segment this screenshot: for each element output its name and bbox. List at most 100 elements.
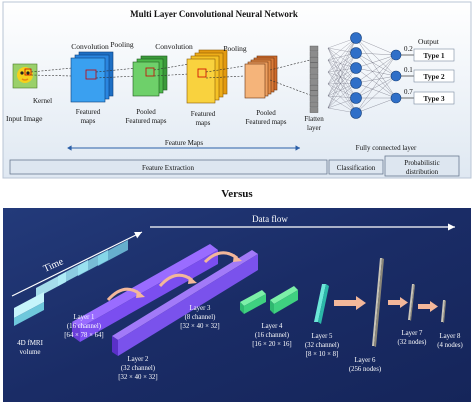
fc-connection — [355, 37, 397, 56]
flatten-label-a: Flatten — [304, 115, 324, 123]
fc-connection — [355, 75, 397, 114]
hidden-node — [350, 47, 362, 59]
fc-connection — [355, 97, 397, 114]
input-image — [12, 63, 38, 89]
convolution-2-label: Convolution — [155, 42, 193, 51]
fc-connection — [355, 52, 397, 77]
layer-labels: Layer 1 (16 channel) [64 × 78 × 64] Layer 2… — [64, 305, 462, 381]
probabilistic-label-b: distribution — [406, 168, 439, 176]
time-arrow — [11, 231, 143, 297]
output-label: Output — [418, 37, 440, 46]
layer-2-label: (32 channel) — [121, 365, 155, 372]
fc-connection — [327, 37, 357, 97]
output-type-box — [413, 69, 455, 83]
fc-connection — [327, 59, 357, 84]
pool2-feature-maps — [244, 55, 278, 99]
layer-7-block — [408, 284, 415, 321]
probabilistic-label-a: Probabilistic — [404, 159, 439, 167]
layer-7-label: Layer 7 — [402, 330, 424, 337]
layer-2-block — [112, 250, 258, 356]
output-node — [390, 49, 402, 61]
layer-4-label: [16 × 20 × 16] — [252, 341, 291, 348]
fc-connection — [355, 75, 397, 99]
cnn-title: Multi Layer Convolutional Neural Network — [130, 9, 298, 19]
layer-4-label: Layer 4 — [262, 323, 284, 330]
output-node — [390, 92, 402, 104]
fc-connection — [355, 54, 397, 114]
fully-connected-network — [327, 32, 402, 119]
pooled-1-label: Pooled — [136, 108, 156, 116]
fc-connection — [355, 37, 397, 99]
output-type-box — [413, 91, 455, 105]
layer-3-label: (8 channel) — [185, 314, 216, 321]
data-flow-label: Data flow — [252, 214, 288, 224]
layer-3-label: Layer 3 — [190, 305, 212, 312]
fc-connection — [327, 52, 357, 97]
conv1-feature-maps — [70, 51, 114, 103]
fc-connection — [327, 52, 357, 109]
input-volumes — [14, 240, 128, 326]
versus-label: Versus — [221, 188, 253, 200]
fully-connected-label: Fully connected layer — [356, 144, 417, 152]
fc-connection — [355, 67, 397, 99]
input-image-label: Input Image — [6, 114, 43, 123]
fc-connection — [355, 54, 397, 69]
layer-5-block — [314, 284, 329, 324]
fc-connection — [327, 52, 357, 85]
pooled-1b-label: Featured maps — [125, 117, 166, 125]
layer-8-label: Layer 8 — [440, 333, 462, 340]
probabilistic-box — [384, 155, 460, 177]
featured-maps-2b: maps — [196, 119, 211, 127]
layer-8-block — [441, 300, 446, 323]
layer-6-label: (256 nodes) — [349, 366, 381, 373]
feature-extraction-label: Feature Extraction — [142, 164, 194, 172]
fc-connection — [355, 52, 397, 56]
input-label-2: volume — [20, 348, 41, 356]
flatten-label-b: layer — [307, 124, 322, 132]
hidden-node — [350, 107, 362, 119]
layer-1-block — [72, 244, 218, 342]
fc-connection — [327, 67, 357, 109]
classification-label: Classification — [337, 164, 376, 172]
layer-5-label: [8 × 10 × 8] — [306, 351, 339, 358]
hidden-node — [350, 92, 362, 104]
fc-connection — [355, 75, 397, 84]
fc-connection — [355, 54, 397, 84]
cnn-panel: Multi Layer Convolutional Neural Network… — [2, 1, 472, 179]
layer-1-label: (16 channel) — [67, 323, 101, 330]
fc-connection — [355, 52, 397, 99]
kernel-label: Kernel — [33, 97, 52, 105]
fc-connection — [355, 67, 397, 77]
layer-1-label: Layer 1 — [74, 314, 95, 321]
dense-arrows — [334, 296, 438, 312]
layer-8-label: (4 nodes) — [437, 342, 462, 349]
featured-maps-1b: maps — [81, 117, 96, 125]
layer-2-label: [32 × 40 × 32] — [118, 374, 157, 381]
pooled-2-label: Pooled — [256, 109, 276, 117]
layer-6-label: Layer 6 — [355, 357, 377, 364]
classification-box — [328, 159, 384, 175]
convolution-1-label: Convolution — [71, 42, 109, 51]
output-type-label: Type 2 — [423, 72, 445, 81]
fc-connection — [355, 82, 397, 99]
conv2-feature-maps — [186, 49, 228, 104]
pool1-feature-maps — [132, 55, 168, 97]
output-type-label: Type 1 — [423, 51, 445, 60]
layer-3-label: [32 × 40 × 32] — [180, 323, 219, 330]
output-type-box — [413, 48, 455, 62]
fc-connection — [327, 67, 357, 97]
layer-5-label: Layer 5 — [312, 333, 334, 340]
pooling-2-label: Pooling — [223, 44, 247, 53]
layer-2-label: Layer 2 — [128, 356, 150, 363]
fmri-cnn-panel: Data flow Time 4D fMRI volume — [3, 208, 471, 402]
layer-6-block — [372, 258, 384, 347]
feature-maps-label: Feature Maps — [165, 139, 204, 147]
layer-1-label: [64 × 78 × 64] — [64, 332, 103, 339]
feature-extraction-box — [9, 159, 328, 175]
hidden-node — [350, 62, 362, 74]
output-probability: 0.2 — [404, 45, 413, 53]
flatten-layer — [309, 45, 319, 113]
